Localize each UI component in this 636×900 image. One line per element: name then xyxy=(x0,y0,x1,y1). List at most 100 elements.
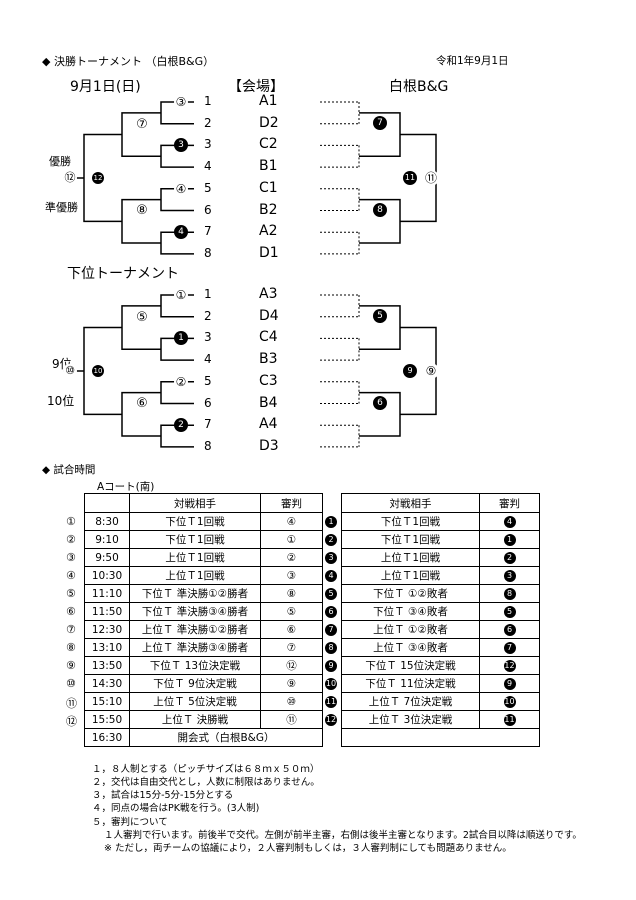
match-opponent: 下位Ｔ1回戦 xyxy=(129,512,261,531)
venue-slot: A4 xyxy=(259,416,278,433)
final-number-filled: 11 xyxy=(403,170,417,185)
label-10th: 10位 xyxy=(47,394,75,408)
match-opponent: 下位Ｔ 9位決定戦 xyxy=(129,674,261,693)
match-referee: ② xyxy=(260,548,323,567)
match-opponent: 下位Ｔ ③④敗者 xyxy=(341,602,480,621)
seed-number: 3 xyxy=(204,137,212,152)
match-time: 15:10 xyxy=(84,692,130,711)
row-number: ② xyxy=(66,533,76,546)
match-opponent: 上位Ｔ 決勝戦 xyxy=(129,710,261,729)
match-opponent: 上位Ｔ ③④敗者 xyxy=(341,638,480,657)
seed-number: 2 xyxy=(204,308,212,323)
semi-number-filled: 7 xyxy=(373,115,387,130)
seed-number: 4 xyxy=(204,352,212,367)
semi-number-outline: ⑧ xyxy=(134,203,150,220)
seed-number: 6 xyxy=(204,202,212,217)
row-number: ① xyxy=(66,515,76,528)
seed-number: 8 xyxy=(204,245,212,260)
match-time: 14:30 xyxy=(84,674,130,693)
document-date: 令和1年9月1日 xyxy=(436,55,509,67)
header-time xyxy=(84,493,130,513)
match-time: 13:10 xyxy=(84,638,130,657)
match-opponent: 下位Ｔ1回戦 xyxy=(129,530,261,549)
match-referee: 8 xyxy=(479,584,540,603)
match-opponent: 下位Ｔ 準決勝①②勝者 xyxy=(129,584,261,603)
match-time: 9:10 xyxy=(84,530,130,549)
match-opponent: 下位Ｔ 11位決定戦 xyxy=(341,674,480,693)
filled-row-number: 1 xyxy=(325,516,337,528)
filled-row-number: 6 xyxy=(325,606,337,618)
venue-slot: D2 xyxy=(259,114,279,131)
match-number-outline: ④ xyxy=(174,181,188,196)
match-time: 8:30 xyxy=(84,512,130,531)
match-opponent: 上位Ｔ 3位決定戦 xyxy=(341,710,480,729)
venue-slot: A2 xyxy=(259,223,278,240)
filled-number-badge: 11 xyxy=(503,714,516,726)
match-time: 10:30 xyxy=(84,566,130,585)
venue-label: 【会場】 xyxy=(228,79,284,95)
match-time: 12:30 xyxy=(84,620,130,639)
tournament-bracket xyxy=(63,101,437,448)
schedule-title: ◆ 試合時間 xyxy=(42,464,96,476)
match-opponent: 下位Ｔ 15位決定戦 xyxy=(341,656,480,675)
row-number: ⑧ xyxy=(66,641,76,654)
match-referee: 1 xyxy=(479,530,540,549)
note-line: ３，試合は15分-5分-15分とする xyxy=(92,790,234,801)
match-time: 11:10 xyxy=(84,584,130,603)
row-number: ③ xyxy=(66,551,76,564)
event-day: 9月1日(日) xyxy=(70,79,141,95)
seed-number: 1 xyxy=(204,94,212,108)
venue-slot: B4 xyxy=(259,394,278,411)
venue-slot: A3 xyxy=(259,286,278,302)
table-row: 上位Ｔ 3位決定戦 11 xyxy=(341,710,540,729)
match-number-filled: 3 xyxy=(174,138,188,153)
semi-number-filled: 6 xyxy=(373,395,387,410)
table-row xyxy=(341,728,540,747)
venue-slot: B2 xyxy=(259,201,278,218)
closing-label: 開会式（白根B&G） xyxy=(129,728,323,747)
venue-slot: D3 xyxy=(259,437,279,454)
filled-row-number: 4 xyxy=(325,570,337,582)
note-line: １人審判で行います。前後半で交代。左側が前半主審，右側は後半主審となります。2試… xyxy=(104,830,582,841)
court-label: Aコート(南) xyxy=(97,481,155,493)
match-number-outline: ① xyxy=(174,287,188,302)
match-referee: ⑦ xyxy=(260,638,323,657)
final-number-filled: 10 xyxy=(92,364,104,377)
match-referee: ⑩ xyxy=(260,692,323,711)
match-referee: ⑤ xyxy=(260,602,323,621)
filled-number-badge: 12 xyxy=(503,660,516,672)
header-opponent: 対戦相手 xyxy=(341,493,480,513)
match-opponent: 上位Ｔ 5位決定戦 xyxy=(129,692,261,711)
seed-number: 1 xyxy=(204,287,212,301)
match-opponent: 下位Ｔ1回戦 xyxy=(341,512,480,531)
match-number-outline: ② xyxy=(174,374,188,389)
header-referee: 審判 xyxy=(260,493,323,513)
match-referee: ④ xyxy=(260,512,323,531)
venue-slot: C3 xyxy=(259,372,278,389)
row-number: ⑤ xyxy=(66,587,76,600)
semi-number-outline: ⑥ xyxy=(134,396,150,413)
match-opponent: 上位Ｔ1回戦 xyxy=(341,548,480,567)
match-number-outline: ③ xyxy=(174,94,188,109)
label-runner-up: 準優勝 xyxy=(45,201,78,214)
semi-number-filled: 8 xyxy=(373,202,387,217)
match-referee: ⑥ xyxy=(260,620,323,639)
match-referee: ⑨ xyxy=(260,674,323,693)
row-number: ⑩ xyxy=(66,677,76,690)
match-time: 9:50 xyxy=(84,548,130,567)
label-champion: 優勝 xyxy=(49,155,71,168)
final-number-outline: ⑫ xyxy=(63,170,77,185)
match-referee: 10 xyxy=(479,692,540,711)
filled-row-number: 12 xyxy=(325,714,337,726)
seed-number: 2 xyxy=(204,115,212,130)
